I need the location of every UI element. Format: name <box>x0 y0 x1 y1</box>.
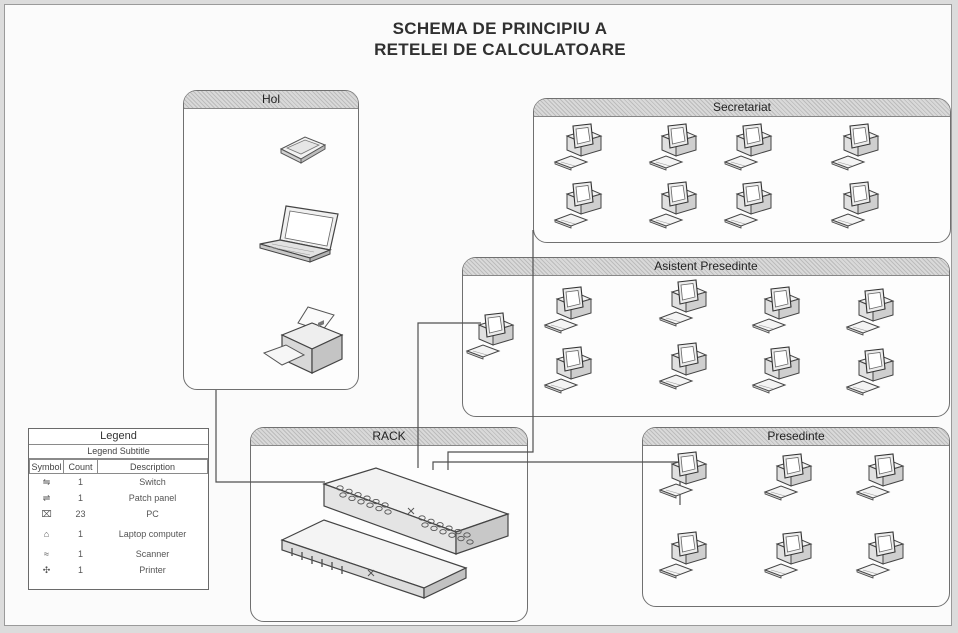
patch-panel-icon <box>280 519 468 599</box>
scanner-icon <box>279 136 327 164</box>
legend-row: ≈ 1 Scanner <box>30 546 208 562</box>
legend-box: Legend Legend Subtitle Symbol Count Desc… <box>28 428 209 590</box>
pc-icon <box>553 180 609 235</box>
legend-row: ⇋ 1 Switch <box>30 474 208 491</box>
legend-row: ⇌ 1 Patch panel <box>30 490 208 506</box>
legend-subtitle: Legend Subtitle <box>29 445 208 459</box>
legend-row: ⌂ 1 Laptop computer <box>30 522 208 546</box>
pc-icon <box>648 122 704 177</box>
legend-count: 23 <box>75 508 86 519</box>
wire-asistent-to-switch <box>417 322 481 468</box>
pc-icon <box>723 122 779 177</box>
pc-icon <box>763 452 819 507</box>
pc-icon <box>658 278 714 333</box>
switch-icon <box>322 467 510 555</box>
pc-icon <box>830 122 886 177</box>
pc-icon <box>763 530 819 585</box>
patch-panel-icon: ⇌ <box>42 492 51 503</box>
wire-secretariat-to-switch <box>447 230 534 470</box>
laptop-icon: ⌂ <box>43 528 50 539</box>
zone-secretariat-label: Secretariat <box>534 99 950 117</box>
wire-presedinte-to-switch <box>432 461 681 505</box>
pc-icon <box>658 450 714 505</box>
zone-presedinte-label: Presedinte <box>643 428 949 446</box>
pc-icon <box>543 345 599 400</box>
legend-description: Laptop computer <box>118 528 187 539</box>
title-line-2: RETELEI DE CALCULATOARE <box>374 40 626 59</box>
scanner-icon: ≈ <box>44 548 49 559</box>
legend-row: ✣ 1 Printer <box>30 562 208 578</box>
legend-description: Patch panel <box>128 492 177 503</box>
legend-row: ⌧ 23 PC <box>30 506 208 522</box>
pc-icon <box>658 530 714 585</box>
pc-icon <box>751 345 807 400</box>
legend-header-description: Description <box>97 459 208 474</box>
zone-hol-label: Hol <box>184 91 358 109</box>
legend-count: 1 <box>77 492 83 503</box>
pc-icon <box>845 287 901 342</box>
zone-asistent-label: Asistent Presedinte <box>463 258 949 276</box>
diagram-title: SCHEMA DE PRINCIPIU A RETELEI DE CALCULA… <box>300 18 700 60</box>
legend-count: 1 <box>77 476 83 487</box>
pc-icon <box>830 180 886 235</box>
legend-description: Printer <box>139 564 166 575</box>
legend-header-symbol: Symbol <box>29 459 64 474</box>
legend-count: 1 <box>77 548 83 559</box>
pc-icon <box>751 285 807 340</box>
pc-icon: ⌧ <box>41 508 52 519</box>
legend-header-count: Count <box>63 459 98 474</box>
zone-rack-label: RACK <box>251 428 527 446</box>
pc-icon <box>723 180 779 235</box>
wire-hol-to-switch <box>215 390 325 483</box>
pc-icon <box>465 311 521 366</box>
title-line-1: SCHEMA DE PRINCIPIU A <box>392 19 608 38</box>
printer-icon: ✣ <box>42 564 51 575</box>
laptop-icon <box>259 205 339 263</box>
pc-icon <box>658 341 714 396</box>
pc-icon <box>855 452 911 507</box>
legend-description: Scanner <box>135 548 170 559</box>
pc-icon <box>648 180 704 235</box>
pc-icon <box>855 530 911 585</box>
pc-icon <box>543 285 599 340</box>
legend-description: Switch <box>139 476 166 487</box>
pc-icon <box>845 347 901 402</box>
switch-icon: ⇋ <box>42 476 51 487</box>
legend-count: 1 <box>77 528 83 539</box>
legend-table: Symbol Count Description ⇋ 1 Switch ⇌ 1 … <box>29 459 208 578</box>
legend-description: PC <box>146 508 159 519</box>
legend-count: 1 <box>77 564 83 575</box>
legend-title: Legend <box>29 429 208 445</box>
pc-icon <box>553 122 609 177</box>
printer-icon <box>262 306 344 374</box>
